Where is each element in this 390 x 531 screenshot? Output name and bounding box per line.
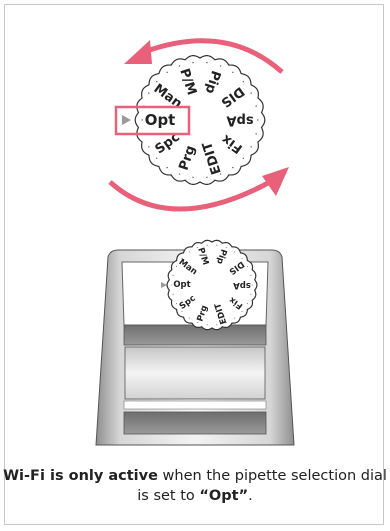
dial-notch <box>181 311 183 313</box>
dial-label-spa: spA <box>233 280 251 290</box>
dial-notch <box>166 166 168 169</box>
dial-notch <box>234 317 236 319</box>
dial-label-pip: Pip <box>202 69 223 96</box>
device-pointer-icon <box>161 282 167 288</box>
dial-notch <box>148 92 150 94</box>
dial-label-prg: Prg <box>195 304 210 323</box>
dial-notch <box>241 311 243 313</box>
dial-notch <box>197 246 199 249</box>
dial-label-spa: spA <box>226 113 253 128</box>
dial-notch <box>175 265 178 267</box>
dial-notch <box>171 284 173 286</box>
dial-label-pip: Pip <box>214 248 228 266</box>
caption-end: . <box>248 488 253 504</box>
dial-notch <box>192 61 194 64</box>
dial-notch <box>216 244 218 246</box>
dial-notch <box>251 284 253 286</box>
dial-rim <box>166 239 258 331</box>
dial-notch <box>219 65 222 67</box>
dial-notch <box>206 324 208 326</box>
dial-notch <box>181 257 183 259</box>
caption-middle: when the pipette selection dial is set t… <box>137 468 387 504</box>
dial-notch <box>188 251 190 253</box>
rotate-arrow-top-head <box>124 40 152 64</box>
dial-label-opt: Opt <box>173 280 190 290</box>
dial-notch <box>232 166 234 169</box>
dial-notch <box>255 105 257 107</box>
dial-notch <box>175 303 178 305</box>
dial-notch <box>148 146 150 148</box>
rotate-arrow-bottom-head <box>262 167 289 196</box>
dial-notch <box>219 173 222 175</box>
dial-label-opt: Opt <box>145 111 175 129</box>
caption: Wi-Fi is only active when the pipette se… <box>0 466 390 506</box>
caption-bold: Wi-Fi is only active <box>3 468 158 484</box>
dial-notch <box>225 246 227 249</box>
dial-notch <box>141 119 143 121</box>
dial-label-prg: Prg <box>177 144 199 173</box>
selected-option-highlight <box>114 105 191 136</box>
dial-notch <box>206 176 208 179</box>
dial-notch <box>250 92 252 94</box>
dial-notch <box>246 265 249 267</box>
dial-notch <box>225 321 227 324</box>
dial-notch <box>178 173 181 175</box>
dial-notch <box>172 294 174 296</box>
dial-notch <box>206 244 208 246</box>
dial-notch <box>155 157 158 160</box>
selection-pointer-icon <box>122 115 131 125</box>
dial-notch <box>241 257 243 259</box>
dial-rim <box>134 55 266 185</box>
dial-notch <box>206 61 208 64</box>
caption-value: “Opt” <box>199 488 249 504</box>
dial-notch <box>246 303 249 305</box>
dial-notch <box>250 274 252 276</box>
rotate-arrow-bottom <box>108 179 272 212</box>
dial-notch <box>166 71 168 74</box>
dial-notch <box>234 251 236 253</box>
dial-notch <box>192 176 194 179</box>
dial-notch <box>255 133 257 135</box>
dial-notch <box>250 294 252 296</box>
dial-notch <box>188 317 190 319</box>
dial-notch <box>242 157 245 160</box>
dial-notch <box>172 274 174 276</box>
dial-notch <box>216 324 218 326</box>
dial-notch <box>197 321 199 324</box>
dial-notch <box>257 119 259 121</box>
dial-notch <box>232 71 234 74</box>
dial-notch <box>178 65 181 67</box>
rotate-arrow-top <box>143 38 284 74</box>
dial-notch <box>250 146 252 148</box>
dial-notch <box>242 80 245 83</box>
dial-notch <box>155 80 158 83</box>
